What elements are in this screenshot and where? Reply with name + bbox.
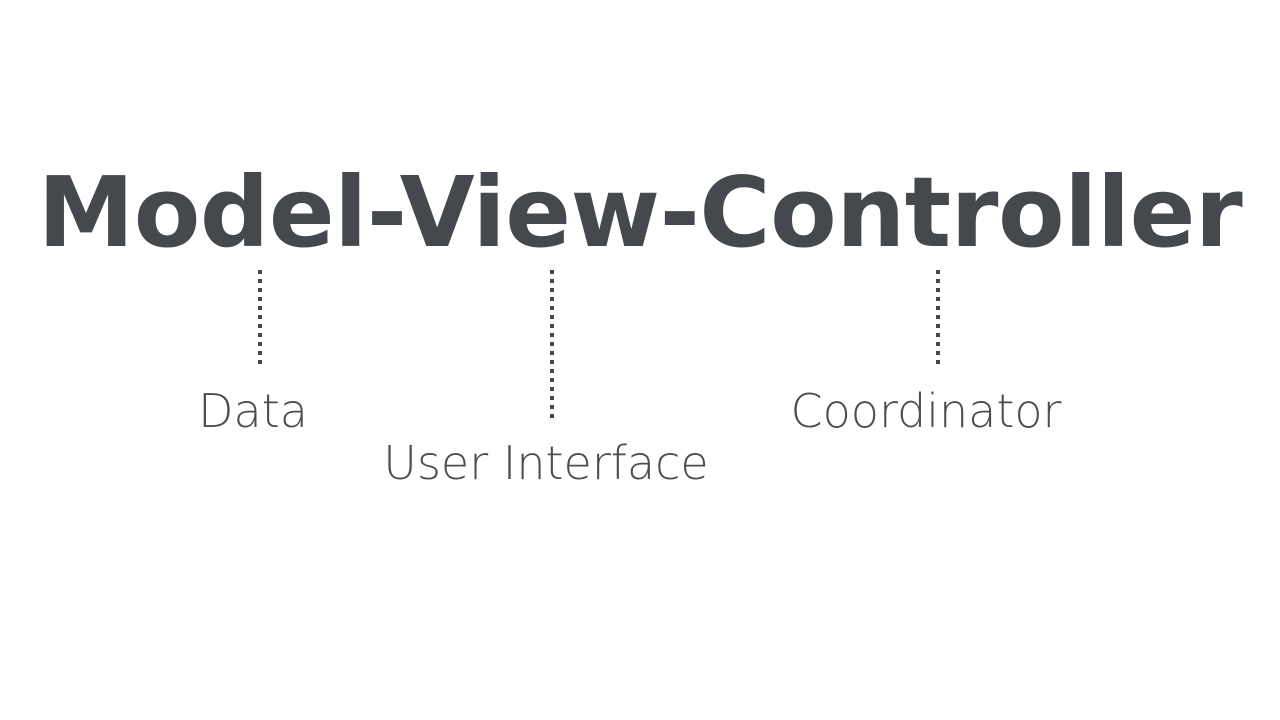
annotation-label-model: Data <box>198 384 308 438</box>
annotation-label-view: User Interface <box>383 436 709 490</box>
dotted-connector-model <box>258 270 262 366</box>
annotation-label-controller: Coordinator <box>790 384 1062 438</box>
dotted-connector-view <box>550 270 554 419</box>
page-title: Model-View-Controller <box>37 156 1243 269</box>
dotted-connector-controller <box>936 270 940 366</box>
